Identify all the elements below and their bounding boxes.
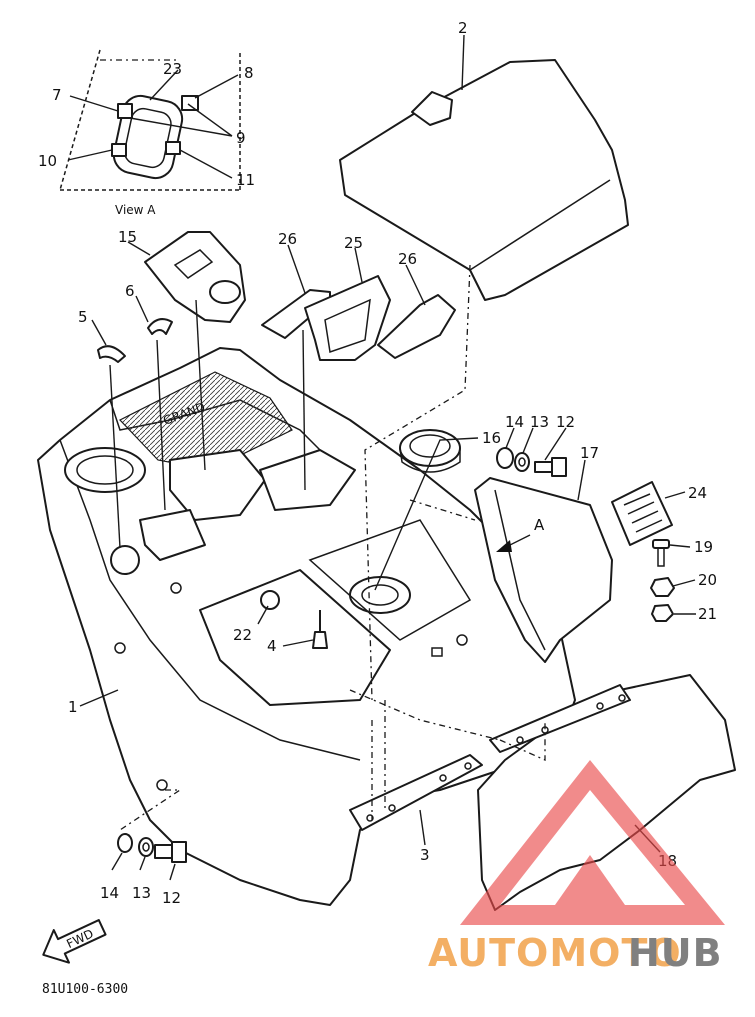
clip-10: [111, 143, 127, 157]
callout-5: 5: [78, 308, 88, 326]
part-16-grommet: [399, 429, 461, 473]
callout-26-left: 26: [278, 230, 297, 248]
part-13-washer-bottom: [138, 837, 154, 857]
callout-13-top: 13: [530, 413, 549, 431]
leader-lines: [67, 34, 696, 881]
callout-6: 6: [125, 282, 135, 300]
watermark-logo: AUTOMOTO HUB: [428, 760, 725, 975]
part-5-clip: [97, 345, 126, 363]
callout-21: 21: [698, 605, 717, 623]
callout-14-top: 14: [505, 413, 524, 431]
part-25-holder: [304, 275, 391, 361]
callout-22: 22: [233, 626, 252, 644]
watermark-brand-a: AUTOMOTO: [428, 931, 682, 975]
arrow-label: A: [534, 516, 545, 534]
callout-11: 11: [236, 171, 255, 189]
part-3-bracket: [349, 754, 483, 831]
watermark-brand-b: HUB: [628, 931, 723, 975]
callout-16: 16: [482, 429, 501, 447]
callout-14-bottom: 14: [100, 884, 119, 902]
view-a-caption: View A: [115, 203, 156, 217]
part-20-nut: [650, 577, 675, 597]
callout-20: 20: [698, 571, 717, 589]
part-24-label-plate: [611, 481, 673, 546]
callout-7: 7: [52, 86, 62, 104]
part-15-bracket: [144, 231, 246, 323]
callout-19: 19: [694, 538, 713, 556]
callout-15: 15: [118, 228, 137, 246]
callout-2: 2: [458, 19, 468, 37]
part-code: 81U100-6300: [42, 982, 128, 997]
part-13-washer-top: [514, 452, 530, 472]
view-a-arrow: A: [496, 516, 545, 552]
callout-9: 9: [236, 129, 246, 147]
callout-23: 23: [163, 60, 182, 78]
part-6-clip: [147, 318, 173, 335]
callout-8: 8: [244, 64, 254, 82]
part-12-bolt-bottom: [154, 841, 187, 863]
part-4-pin: [312, 610, 328, 649]
part-12-bolt-top: [534, 457, 567, 477]
part-21-nut: [651, 604, 674, 622]
callout-24: 24: [688, 484, 707, 502]
part-22-plug: [260, 590, 280, 610]
callout-3: 3: [420, 846, 430, 864]
callout-25: 25: [344, 234, 363, 252]
callout-13-bottom: 13: [132, 884, 151, 902]
callout-17: 17: [580, 444, 599, 462]
assembly-centerlines: [100, 59, 546, 831]
watermark-triangle-icon: [460, 760, 725, 925]
part-14-washer-bottom: [117, 833, 133, 853]
part-2-lid: [339, 59, 629, 301]
callout-26-right: 26: [398, 250, 417, 268]
clip-7: [117, 103, 133, 119]
part-1-body: GRAND: [37, 347, 576, 906]
callout-12-top: 12: [556, 413, 575, 431]
clip-11: [165, 141, 181, 155]
fwd-arrow: FWD: [42, 919, 107, 964]
callout-12-bottom: 12: [162, 889, 181, 907]
callout-10: 10: [38, 152, 57, 170]
clip-8: [181, 95, 199, 111]
part-19-screw: [652, 539, 670, 567]
callout-1: 1: [68, 698, 78, 716]
part-26-right: [377, 294, 456, 359]
part-17-side-panel: [474, 477, 613, 663]
callout-4: 4: [267, 637, 277, 655]
view-a-inset: View A: [59, 49, 241, 217]
part-14-washer-top: [496, 447, 514, 469]
